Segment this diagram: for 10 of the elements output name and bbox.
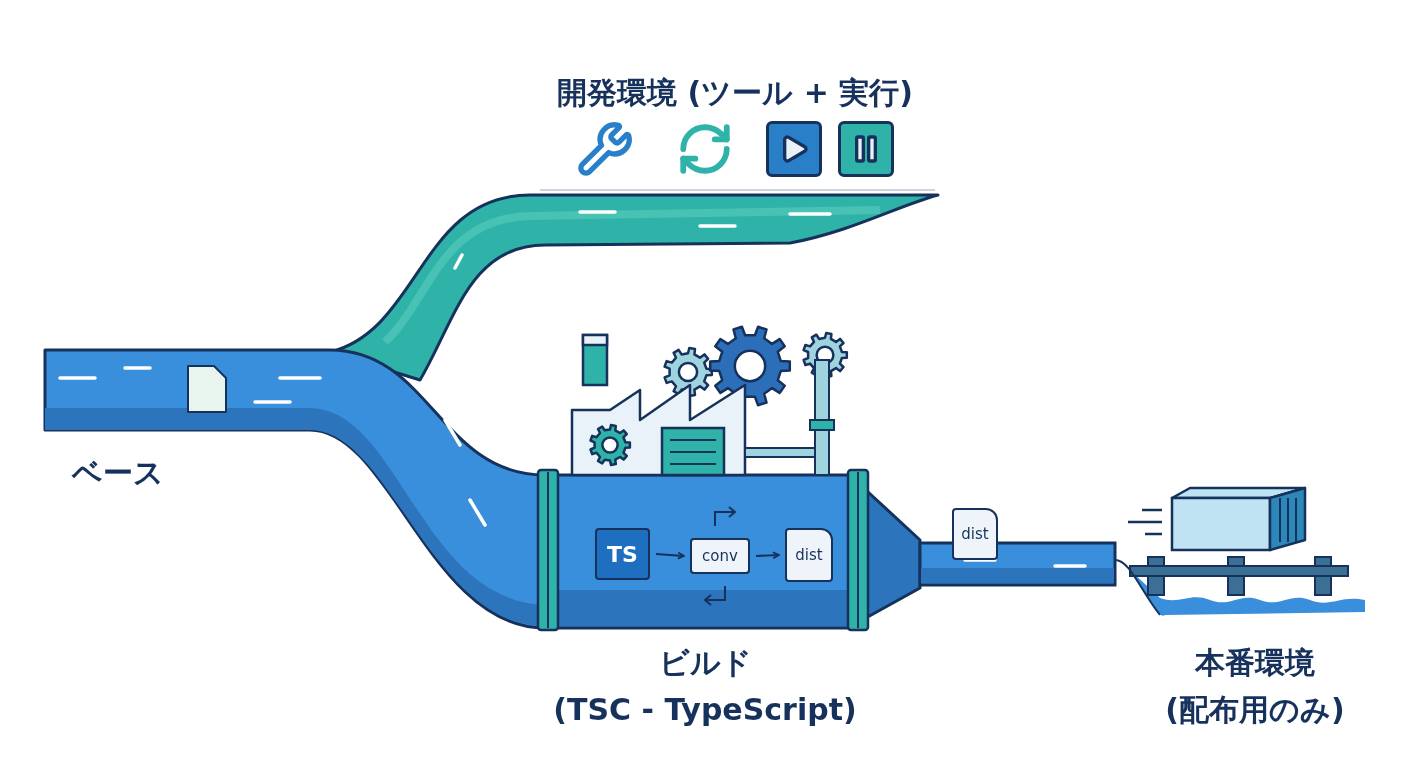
stage-label: ベース bbox=[72, 450, 332, 497]
source-tag: TS bbox=[595, 528, 650, 580]
stage-label: 開発環境 (ツール + 実行) bbox=[450, 70, 1020, 117]
stage-label: 本番環境 (配布用のみ) bbox=[1110, 640, 1400, 733]
file-icon: dist bbox=[785, 528, 833, 582]
process-box: conv bbox=[690, 538, 750, 574]
file-icon: dist bbox=[952, 508, 998, 560]
arrow bbox=[655, 551, 685, 560]
arrow bbox=[755, 551, 780, 560]
stage-label: ビルド (TSC - TypeScript) bbox=[552, 644, 858, 729]
